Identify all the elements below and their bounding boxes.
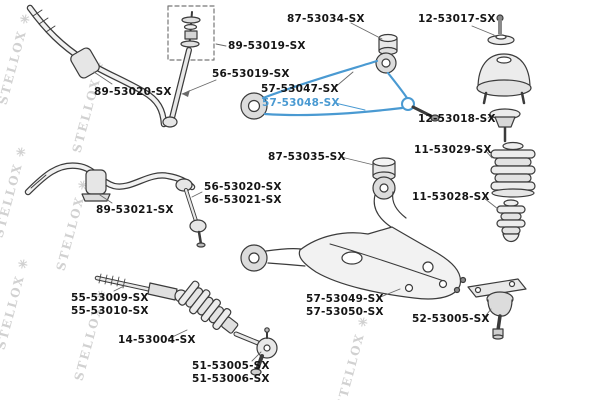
part-label-56-53021-sx: 56-53021-SX: [204, 194, 282, 206]
part-label-11-53029-sx: 11-53029-SX: [414, 144, 492, 156]
part-label-57-53050-sx: 57-53050-SX: [306, 306, 384, 318]
part-label-89-53021-sx: 89-53021-SX: [96, 204, 174, 216]
lower-control-arm: [240, 157, 462, 300]
strut-mount: [476, 53, 532, 105]
ball-joint: [453, 276, 527, 340]
part-label-51-53005-sx: 51-53005-SX: [192, 360, 270, 372]
part-label-87-53035-sx: 87-53035-SX: [268, 151, 346, 163]
part-label-89-53019-sx: 89-53019-SX: [228, 40, 306, 52]
strut-top-washer: [487, 14, 515, 46]
tie-rod-end: [233, 327, 278, 376]
upper-arm-highlighted: [261, 59, 415, 117]
steering-boot: [177, 280, 239, 334]
bump-stop: [496, 199, 526, 243]
upper-arm-bushing: [378, 33, 398, 56]
part-label-56-53020-sx: 56-53020-SX: [204, 181, 282, 193]
part-label-12-53018-sx: 12-53018-SX: [418, 113, 496, 125]
sway-bar-front: [26, 4, 168, 128]
part-label-11-53028-sx: 11-53028-SX: [412, 191, 490, 203]
part-label-12-53017-sx: 12-53017-SX: [418, 13, 496, 25]
part-label-52-53005-sx: 52-53005-SX: [412, 313, 490, 325]
part-label-51-53006-sx: 51-53006-SX: [192, 373, 270, 385]
stabilizer-link-front: [162, 5, 215, 128]
stabilizer-link-rear: [175, 178, 207, 248]
leader-lines: [93, 22, 499, 362]
part-label-57-53048-sx-selected[interactable]: 57-53048-SX: [262, 97, 340, 109]
sway-bar-rear: [24, 162, 196, 196]
upper-control-arm: [240, 33, 440, 122]
part-label-55-53009-sx: 55-53009-SX: [71, 292, 149, 304]
part-label-57-53047-sx: 57-53047-SX: [261, 83, 339, 95]
strut-washer-nut: [489, 108, 521, 143]
sway-bar-bushing-rear: [81, 169, 111, 202]
part-label-87-53034-sx: 87-53034-SX: [287, 13, 365, 25]
part-label-57-53049-sx: 57-53049-SX: [306, 293, 384, 305]
strut-boot: [490, 141, 536, 198]
part-label-56-53019-sx: 56-53019-SX: [212, 68, 290, 80]
part-label-14-53004-sx: 14-53004-SX: [118, 334, 196, 346]
part-label-89-53020-sx: 89-53020-SX: [94, 86, 172, 98]
part-label-55-53010-sx: 55-53010-SX: [71, 305, 149, 317]
sway-bar-bushing-front: [70, 47, 100, 79]
